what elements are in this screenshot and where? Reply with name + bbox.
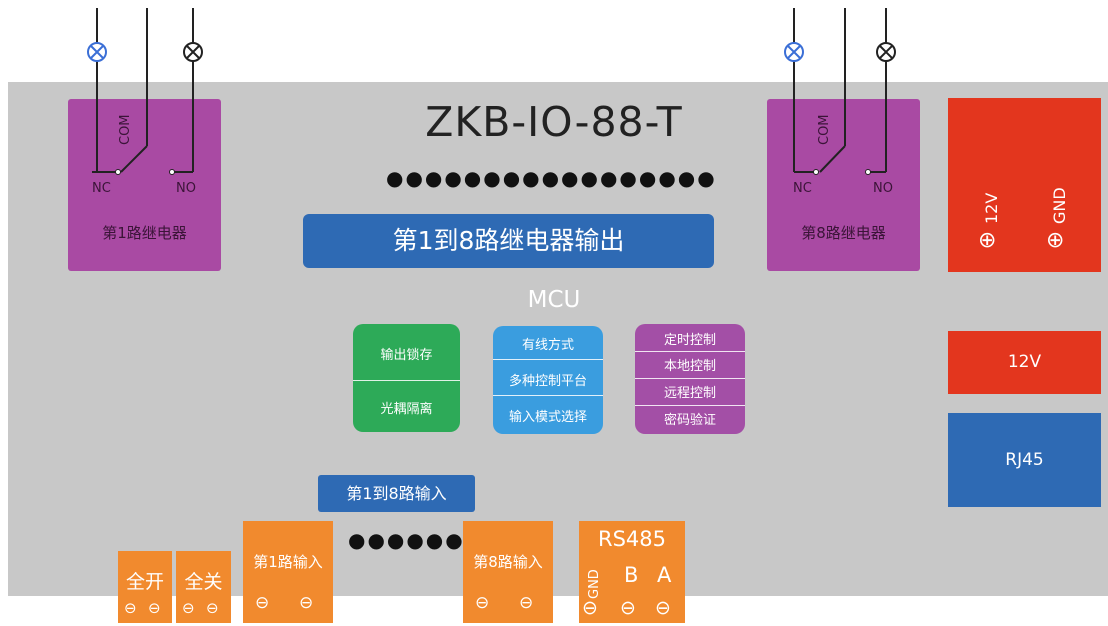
terminal-minus-icon: ⊖: [582, 597, 598, 619]
terminal-minus-icon: ⊖: [655, 597, 671, 619]
all-on-label: 全开: [125, 571, 164, 593]
terminal-minus-icon: ⊖: [519, 593, 534, 613]
dots-top: ●●●●●●●●●●●●●●●●●: [386, 166, 717, 190]
page-title: ZKB-IO-88-T: [425, 98, 683, 146]
relay-8-nc-label: NC: [793, 181, 812, 196]
feature-remote: 远程控制: [663, 386, 716, 401]
input-8-label: 第8路输入: [473, 553, 543, 571]
divider: [635, 378, 745, 379]
relay-1-no-label: NO: [176, 181, 196, 196]
divider: [635, 405, 745, 406]
divider: [353, 380, 460, 381]
relay-1-nc-label: NC: [92, 181, 111, 196]
power-gnd-label: GND: [1050, 187, 1069, 224]
feature-local: 本地控制: [663, 359, 716, 374]
all-off-terminal: 全关 ⊖ ⊖: [176, 551, 231, 623]
lamp-icon: [87, 42, 896, 62]
rs485-gnd-label: GND: [587, 569, 602, 599]
relay-1-label: 第1路继电器: [102, 224, 187, 242]
power-12v-label: 12V: [982, 192, 1001, 224]
rs485-title: RS485: [597, 527, 666, 551]
feature-input-mode: 输入模式选择: [508, 410, 587, 425]
all-on-terminal: 全开 ⊖ ⊖: [118, 551, 172, 623]
terminal-minus-icon: ⊖: [620, 597, 636, 619]
input-8-terminal: 第8路输入 ⊖ ⊖: [463, 521, 553, 623]
divider: [493, 359, 603, 360]
rs485-a-label: A: [657, 563, 672, 587]
rs485-b-label: B: [624, 563, 639, 587]
power-12v-terminal-icon: ⊕: [978, 228, 997, 253]
feature-multi-platform: 多种控制平台: [508, 374, 587, 389]
power-terminal: 12V GND ⊕ ⊕: [948, 98, 1101, 272]
relay-8: COM NC NO 第8路继电器: [767, 99, 920, 271]
feature-timer: 定时控制: [663, 333, 716, 348]
rj45-port: RJ45: [948, 413, 1101, 507]
feature-password: 密码验证: [663, 413, 716, 428]
rs485-terminal: RS485 GND B A ⊖ ⊖ ⊖: [579, 521, 685, 623]
terminal-minus-icon: ⊖: [124, 599, 137, 617]
feature-output-latch: 输出锁存: [380, 348, 433, 363]
feature-block-purple: 定时控制 本地控制 远程控制 密码验证: [635, 324, 745, 434]
divider: [493, 395, 603, 396]
terminal-minus-icon: ⊖: [475, 593, 490, 613]
input-1-terminal: 第1路输入 ⊖ ⊖: [243, 521, 333, 623]
mcu-label: MCU: [527, 287, 581, 313]
feature-wired: 有线方式: [521, 338, 574, 353]
terminal-minus-icon: ⊖: [206, 599, 219, 617]
power-12v-box: 12V: [948, 331, 1101, 394]
dots-bottom: ●●●●●●●: [348, 528, 485, 552]
feature-block-cyan: 有线方式 多种控制平台 输入模式选择: [493, 326, 603, 434]
terminal-minus-icon: ⊖: [255, 593, 270, 613]
input-banner: 第1到8路输入: [318, 475, 475, 512]
feature-block-green: 输出锁存 光耦隔离: [353, 324, 460, 432]
terminal-minus-icon: ⊖: [182, 599, 195, 617]
power-gnd-terminal-icon: ⊕: [1046, 228, 1065, 253]
relay-8-label: 第8路继电器: [801, 224, 886, 242]
relay-output-banner: 第1到8路继电器输出: [303, 214, 714, 268]
terminal-minus-icon: ⊖: [299, 593, 314, 613]
relay-1: COM NC NO 第1路继电器: [68, 99, 221, 271]
input-1-label: 第1路输入: [253, 553, 323, 571]
divider: [635, 351, 745, 352]
feature-optocoupler: 光耦隔离: [380, 402, 433, 417]
terminal-minus-icon: ⊖: [148, 599, 161, 617]
relay-8-no-label: NO: [873, 181, 893, 196]
all-off-label: 全关: [184, 571, 223, 593]
